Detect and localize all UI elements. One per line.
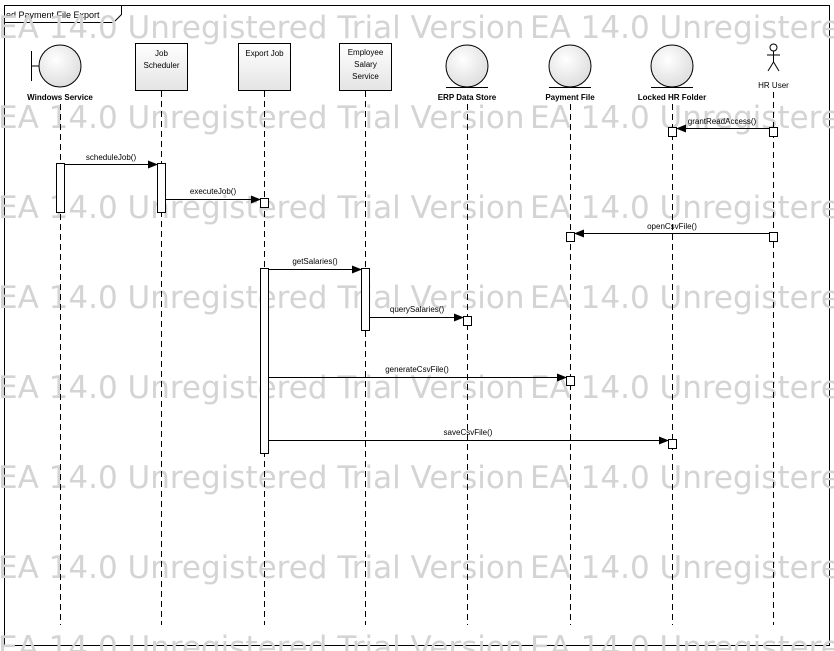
entity-icon bbox=[548, 44, 592, 88]
boundary-icon bbox=[31, 44, 82, 88]
watermark-text: EA 14.0 Unregistered Trial Version bbox=[0, 550, 525, 586]
watermark-text: EA 14.0 Unregistered Trial Version bbox=[530, 190, 834, 226]
lifeline-export-job: Export Job bbox=[238, 43, 291, 91]
watermark-text: EA 14.0 Unregistered Trial Version bbox=[530, 630, 834, 651]
message-label: openCsvFile() bbox=[647, 222, 697, 231]
lifeline-label-line: Service bbox=[352, 72, 379, 81]
diagram-frame bbox=[4, 5, 830, 646]
activation-employee-salary-service bbox=[361, 268, 370, 331]
messages bbox=[65, 124, 769, 445]
lifeline-label: HR User bbox=[758, 81, 789, 90]
lifeline-label-line: Scheduler bbox=[143, 61, 179, 70]
activation-payment-file-1 bbox=[566, 232, 575, 242]
activation-export-job bbox=[260, 268, 269, 454]
lifeline-erp-data-store: ERP Data Store bbox=[438, 44, 497, 102]
activation-hr-user-1 bbox=[769, 127, 778, 137]
lifeline-label-line: Salary bbox=[354, 60, 377, 69]
entity-icon bbox=[650, 44, 694, 88]
lifeline-hr-user: HR User bbox=[758, 43, 789, 90]
activation-windows-service bbox=[56, 163, 65, 213]
lifeline-label-line: Export Job bbox=[245, 49, 284, 58]
lifeline-label-line: Job bbox=[155, 49, 168, 58]
lifeline-box bbox=[339, 43, 392, 91]
watermark-text: EA 14.0 Unregistered Trial Version bbox=[530, 370, 834, 406]
lifeline-box bbox=[238, 43, 291, 91]
lifeline-box bbox=[135, 43, 188, 91]
watermark-text: EA 14.0 Unregistered Trial Version bbox=[0, 630, 525, 651]
lifeline-label-line: Employee bbox=[348, 48, 384, 57]
lifeline-job-scheduler: Job Scheduler bbox=[135, 43, 188, 91]
watermark-text: EA 14.0 Unregistered Trial Version bbox=[530, 10, 834, 46]
activation-job-scheduler bbox=[157, 163, 166, 213]
lifeline-locked-hr-folder: Locked HR Folder bbox=[638, 44, 706, 102]
lifeline-label: Windows Service bbox=[27, 93, 93, 102]
activation-bars bbox=[56, 127, 778, 454]
message-labels: grantReadAccess() scheduleJob() executeJ… bbox=[86, 117, 757, 437]
lifeline-payment-file: Payment File bbox=[545, 44, 595, 102]
watermark-text: EA 14.0 Unregistered Trial Version bbox=[530, 460, 834, 496]
message-label: scheduleJob() bbox=[86, 153, 137, 162]
lifeline-label: Payment File bbox=[545, 93, 595, 102]
activation-hr-user-2 bbox=[769, 232, 778, 242]
lifeline-label: ERP Data Store bbox=[438, 93, 497, 102]
activation-payment-file-2 bbox=[566, 376, 575, 386]
watermark-text: EA 14.0 Unregistered Trial Version bbox=[530, 280, 834, 316]
message-label: executeJob() bbox=[190, 187, 237, 196]
message-label: getSalaries() bbox=[292, 257, 338, 266]
activation-export-job-small bbox=[260, 198, 269, 208]
message-label: querySalaries() bbox=[390, 305, 445, 314]
message-label: saveCsvFile() bbox=[444, 428, 493, 437]
watermark-text: EA 14.0 Unregistered Trial Version bbox=[0, 100, 525, 136]
entity-icon bbox=[445, 44, 489, 88]
lifeline-employee-salary-service: Employee Salary Service bbox=[339, 43, 392, 91]
watermark-text: EA 14.0 Unregistered Trial Version bbox=[0, 460, 525, 496]
message-label: generateCsvFile() bbox=[385, 365, 449, 374]
activation-locked-hr-folder-1 bbox=[668, 127, 677, 137]
frame-title-tab bbox=[4, 5, 122, 23]
watermark-text: EA 14.0 Unregistered Trial Version bbox=[530, 550, 834, 586]
watermark-text: EA 14.0 Unregistered Trial Version bbox=[0, 10, 525, 46]
message-label: grantReadAccess() bbox=[688, 117, 757, 126]
watermark-text: EA 14.0 Unregistered Trial Version bbox=[530, 100, 834, 136]
activation-erp-data-store bbox=[463, 316, 472, 326]
activation-locked-hr-folder-2 bbox=[668, 439, 677, 449]
frame-title: ed Payment File Export bbox=[6, 10, 100, 20]
actor-icon bbox=[767, 43, 780, 72]
lifeline-windows-service: Windows Service bbox=[27, 44, 93, 102]
lifeline-dashes bbox=[60, 91, 774, 625]
lifeline-label: Locked HR Folder bbox=[638, 93, 706, 102]
